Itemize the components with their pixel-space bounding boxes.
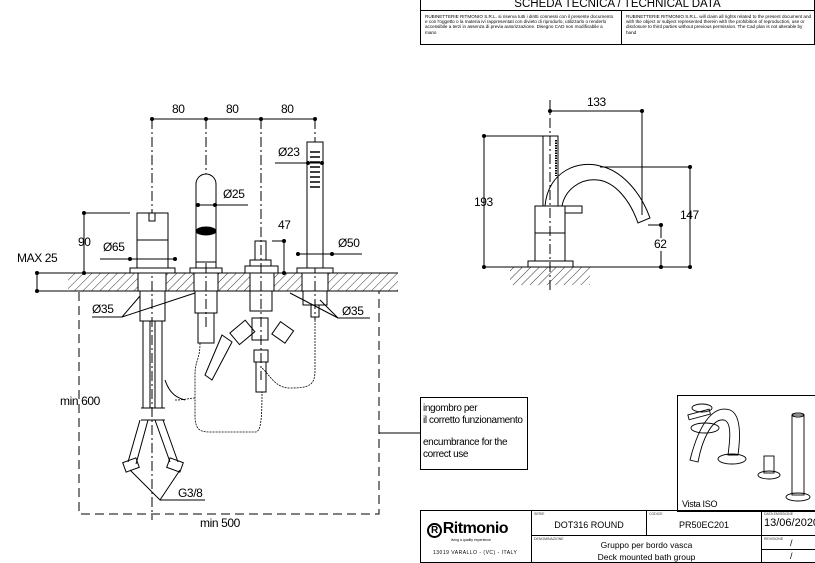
dim-shower-base-dia: Ø50: [338, 236, 360, 250]
revision: /: [790, 538, 793, 548]
dim-outlet-height: 62: [654, 237, 667, 251]
dim-connection: G3/8: [178, 486, 203, 500]
iso-label: Vista ISO: [682, 499, 718, 509]
dim-shower-dia: Ø23: [278, 145, 300, 159]
series-value: DOT316 ROUND: [554, 520, 624, 530]
note-it-1: ingombro per: [423, 403, 478, 414]
dim-spout-dia: Ø25: [223, 187, 245, 201]
note-en-1: encumbrance for the: [423, 437, 508, 448]
header-block: SCHEDA TECNICA / TECHNICAL DATA RUBINETT…: [420, 0, 815, 45]
note-it-2: il corretto funzionamento: [423, 415, 523, 426]
dim-mixer-dia: Ø65: [103, 240, 125, 254]
header-title: SCHEDA TECNICA / TECHNICAL DATA: [421, 0, 814, 11]
deck-section: [68, 272, 398, 292]
notice-italian: RUBINETTERIE RITMONIO S.R.L. si riserva …: [425, 14, 614, 35]
iso-view-box: Vista ISO: [677, 395, 815, 512]
dim-spacing-2: 80: [226, 102, 239, 116]
dim-max-deck: MAX 25: [17, 251, 58, 265]
notice-english: RUBINETTERIE RITMONIO S.R.L. will claim …: [626, 14, 812, 35]
dim-diverter-height: 47: [278, 218, 291, 232]
revision-2: /: [790, 551, 793, 561]
address: 13019 VARALLO - (VC) - ITALY: [433, 550, 518, 556]
description-en: Deck mounted bath group: [597, 552, 696, 562]
clearance-note: ingombro per il corretto funzionamento e…: [420, 397, 528, 470]
note-en-2: correct use: [423, 449, 469, 460]
code-value: PR50EC201: [678, 520, 730, 530]
dim-hole-right: Ø35: [342, 304, 364, 318]
dim-spout-height: 147: [680, 208, 699, 222]
iso-sketch: [687, 403, 811, 502]
dim-hole-left: Ø35: [92, 302, 114, 316]
dim-total-height: 193: [474, 195, 493, 209]
dim-reach: 133: [587, 95, 606, 109]
description-it: Gruppo per bordo vasca: [600, 540, 693, 550]
dim-min-depth: min 600: [60, 394, 100, 408]
tagline: living a quality experience: [451, 538, 492, 542]
dim-spacing-3: 80: [281, 102, 294, 116]
dim-mixer-height: 90: [78, 235, 91, 249]
date-value: 13/06/2020: [764, 517, 815, 529]
dim-spacing-1: 80: [172, 102, 185, 116]
dim-min-width: min 500: [200, 516, 240, 530]
